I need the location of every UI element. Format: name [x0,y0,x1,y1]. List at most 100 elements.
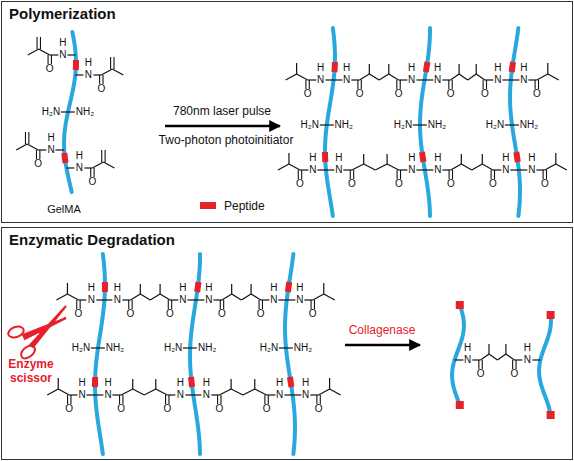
double-bond [119,395,120,409]
double-bond [452,170,453,184]
atom-label: H [178,283,187,293]
atom-label: H [47,133,56,143]
atom-label: H [334,153,343,163]
double-bond [298,170,299,184]
gelatin-chain [95,254,105,454]
scissor-icon [7,306,66,361]
double-bond [165,395,166,409]
bond-line [476,64,477,74]
gelatin-chain [452,305,464,405]
atom-label: O [214,404,224,414]
bond-line [251,294,261,300]
atom-label: N [58,50,67,60]
atom-label: N [301,390,310,400]
atom-label: H₂N [393,120,413,130]
peptide-end [547,311,555,319]
bond-line [112,69,123,75]
bond-line [92,162,103,168]
atom-label: O [88,177,98,187]
bond-line [497,354,505,360]
atom-label: N [342,75,351,85]
bond-line [63,54,76,55]
bond-line [190,347,204,348]
bond-line [321,79,334,80]
double-bond [113,57,114,69]
gelatin-chain [190,254,200,454]
double-bond [102,75,103,89]
bond-line [183,299,196,300]
atom-label: N [334,165,343,175]
atom-label: N [463,355,472,365]
bond-line [231,379,232,389]
atom-label: O [308,309,318,319]
double-bond [99,75,100,89]
atom-label: N [87,295,96,305]
bond-line [388,64,389,74]
bond-line [297,74,308,80]
bond-line [278,164,289,170]
atom-label: H [84,58,93,68]
peptide-segment [102,282,108,292]
double-bond [320,395,321,409]
bond-line [506,354,514,360]
bond-line [547,63,548,74]
double-bond [309,80,310,94]
double-bond [39,150,40,164]
atom-label: O [446,179,456,189]
atom-label: O [74,309,84,319]
bond-line [527,359,540,360]
bond-line [505,344,506,354]
double-bond [449,170,450,184]
atom-label: O [314,404,324,414]
atom-label: N [275,390,284,400]
bond-line [231,389,243,395]
double-bond [396,80,397,94]
peptide-segment [512,62,513,72]
atom-label: H [113,283,122,293]
scissor-handle [7,325,25,340]
double-bond [264,395,265,409]
atom-label: H₂N [259,343,279,353]
bond-line [159,284,160,294]
bond-line [58,378,59,389]
peptide-segment [290,377,292,387]
double-bond [67,395,68,409]
bond-line [512,124,526,125]
bond-line [56,294,67,300]
double-bond [357,80,358,94]
bond-line [326,169,339,170]
bond-line [519,169,532,170]
double-bond [486,80,487,94]
bond-line [67,283,68,294]
bond-line [54,111,68,112]
bond-line [75,74,88,75]
bond-line [420,124,434,125]
bond-line [545,164,556,170]
atom-label: O [394,179,404,189]
double-bond [268,395,269,409]
atom-label: H [78,378,87,388]
atom-label: H [275,378,284,388]
bond-line [379,74,389,80]
double-bond [512,360,513,374]
bond-line [231,284,232,294]
bond-line [461,164,471,170]
gelatin-chain [510,28,520,216]
atom-label: NH₂ [293,343,313,353]
atom-label: O [355,89,365,99]
atom-label: H [269,283,278,293]
bond-line [150,294,160,300]
atom-label: N [113,295,122,305]
double-bond [546,170,547,184]
bond-line [296,63,297,74]
double-bond [122,395,123,409]
peptide-segment [64,153,65,163]
bond-line [375,164,387,170]
bond-line [101,69,112,75]
double-bond [259,300,260,314]
atom-label: H [433,153,442,163]
bond-line [219,389,231,395]
bond-line [47,389,58,395]
atom-label: N [433,165,442,175]
